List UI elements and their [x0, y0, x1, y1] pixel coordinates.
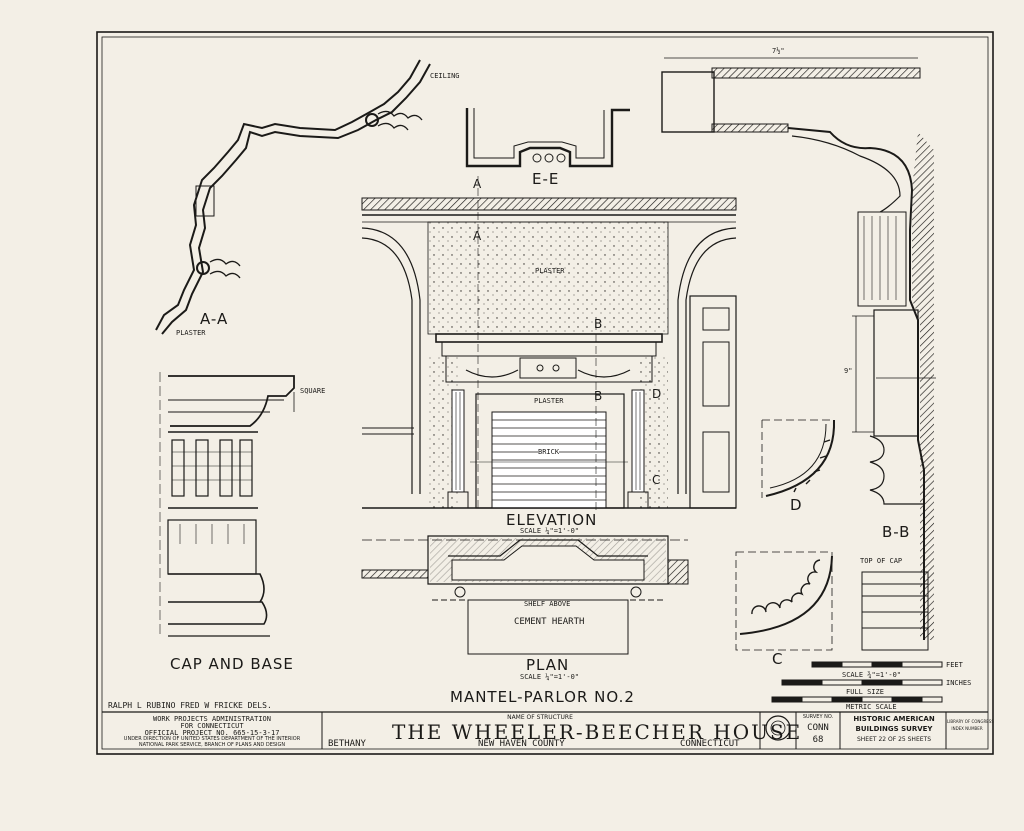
- drawn-by: RALPH L RUBINO FRED W FRICKE DELS.: [108, 701, 272, 710]
- name-of-structure-caption: NAME OF STRUCTURE: [507, 714, 573, 721]
- section-aa-label: A-A: [200, 310, 229, 328]
- scale-feet: FEET: [946, 661, 963, 669]
- plan-title: PLAN: [526, 656, 570, 674]
- detail-c-drawing: [735, 551, 833, 651]
- agency-line-4: UNDER DIRECTION OF UNITED STATES DEPARTM…: [123, 736, 301, 742]
- scale-full-size: FULL SIZE: [846, 688, 884, 696]
- detail-d-drawing: [761, 419, 836, 498]
- brick-note: BRICK: [538, 448, 560, 456]
- sheet-title: MANTEL-PARLOR NO.2: [450, 688, 635, 706]
- survey-no-caption: SURVEY NO.: [802, 714, 834, 720]
- habs-line-1: HISTORIC AMERICAN: [853, 715, 935, 723]
- section-bb-label: B-B: [882, 523, 911, 541]
- scale-metric: METRIC SCALE: [846, 703, 897, 711]
- elevation-drawing: [361, 176, 737, 512]
- cement-hearth-note: CEMENT HEARTH: [514, 617, 585, 627]
- marker-b-bottom: B: [594, 389, 603, 403]
- marker-d: D: [652, 387, 662, 401]
- dimension-nine: 9": [844, 367, 853, 375]
- scale-inches: INCHES: [946, 679, 972, 687]
- marker-c: C: [652, 473, 661, 487]
- town: BETHANY: [328, 739, 366, 749]
- section-aa-profile: [155, 59, 431, 335]
- library-line-2: INDEX NUMBER: [951, 726, 983, 731]
- scale-label: SCALE ¾"=1'-0": [842, 671, 902, 679]
- title-block-lines: [102, 711, 988, 749]
- marker-b-top: B: [594, 317, 603, 331]
- marker-a-top: A: [473, 177, 482, 191]
- agency-line-3: OFFICIAL PROJECT NO. 665-15-3-17: [144, 729, 280, 737]
- detail-c-label: C: [772, 650, 784, 668]
- agency-line-1: WORK PROJECTS ADMINISTRATION: [152, 715, 271, 723]
- sheet-number: SHEET 22 OF 25 SHEETS: [856, 736, 931, 743]
- outer-border: [96, 31, 994, 755]
- cap-and-base-title: CAP AND BASE: [170, 655, 294, 673]
- section-bb-profile: [661, 57, 936, 640]
- graphic-scales: [771, 661, 943, 703]
- plaster-note-upper: PLASTER: [535, 267, 565, 275]
- inner-border: [101, 36, 989, 750]
- elevation-title: ELEVATION: [506, 511, 598, 529]
- cap-and-base-drawing: [159, 372, 295, 637]
- marker-a-bottom: A: [473, 229, 482, 243]
- detail-d-label: D: [790, 496, 803, 514]
- survey-no-2: 68: [812, 735, 824, 745]
- library-line-1: LIBRARY OF CONGRESS: [947, 719, 994, 724]
- habs-line-2: BUILDINGS SURVEY: [855, 725, 933, 733]
- section-ee-label: E-E: [532, 170, 560, 188]
- county: NEW HAVEN COUNTY: [478, 739, 565, 749]
- plan-scale: SCALE ¼"=1'-0": [520, 673, 580, 681]
- state: CONNECTICUT: [680, 739, 740, 749]
- agency-line-5: NATIONAL PARK SERVICE, BRANCH OF PLANS A…: [138, 742, 286, 748]
- agency-line-2: FOR CONNECTICUT: [180, 722, 244, 730]
- top-of-cap-note: TOP OF CAP: [860, 557, 903, 565]
- plaster-note-lower: PLASTER: [534, 397, 564, 405]
- dimension-top: 7½": [772, 47, 785, 55]
- elevation-scale: SCALE ¼"=1'-0": [520, 527, 580, 535]
- survey-no-1: CONN: [807, 723, 829, 733]
- plan-drawing: [361, 535, 689, 655]
- plaster-note-aa: PLASTER: [176, 329, 206, 337]
- ceiling-note: CEILING: [430, 72, 460, 80]
- section-ee-profile: [465, 108, 630, 168]
- structure-name: THE WHEELER-BEECHER HOUSE: [392, 720, 803, 744]
- shelf-above-note: SHELF ABOVE: [524, 600, 571, 608]
- top-of-cap-drawing: [861, 571, 929, 651]
- square-note: SQUARE: [300, 387, 326, 395]
